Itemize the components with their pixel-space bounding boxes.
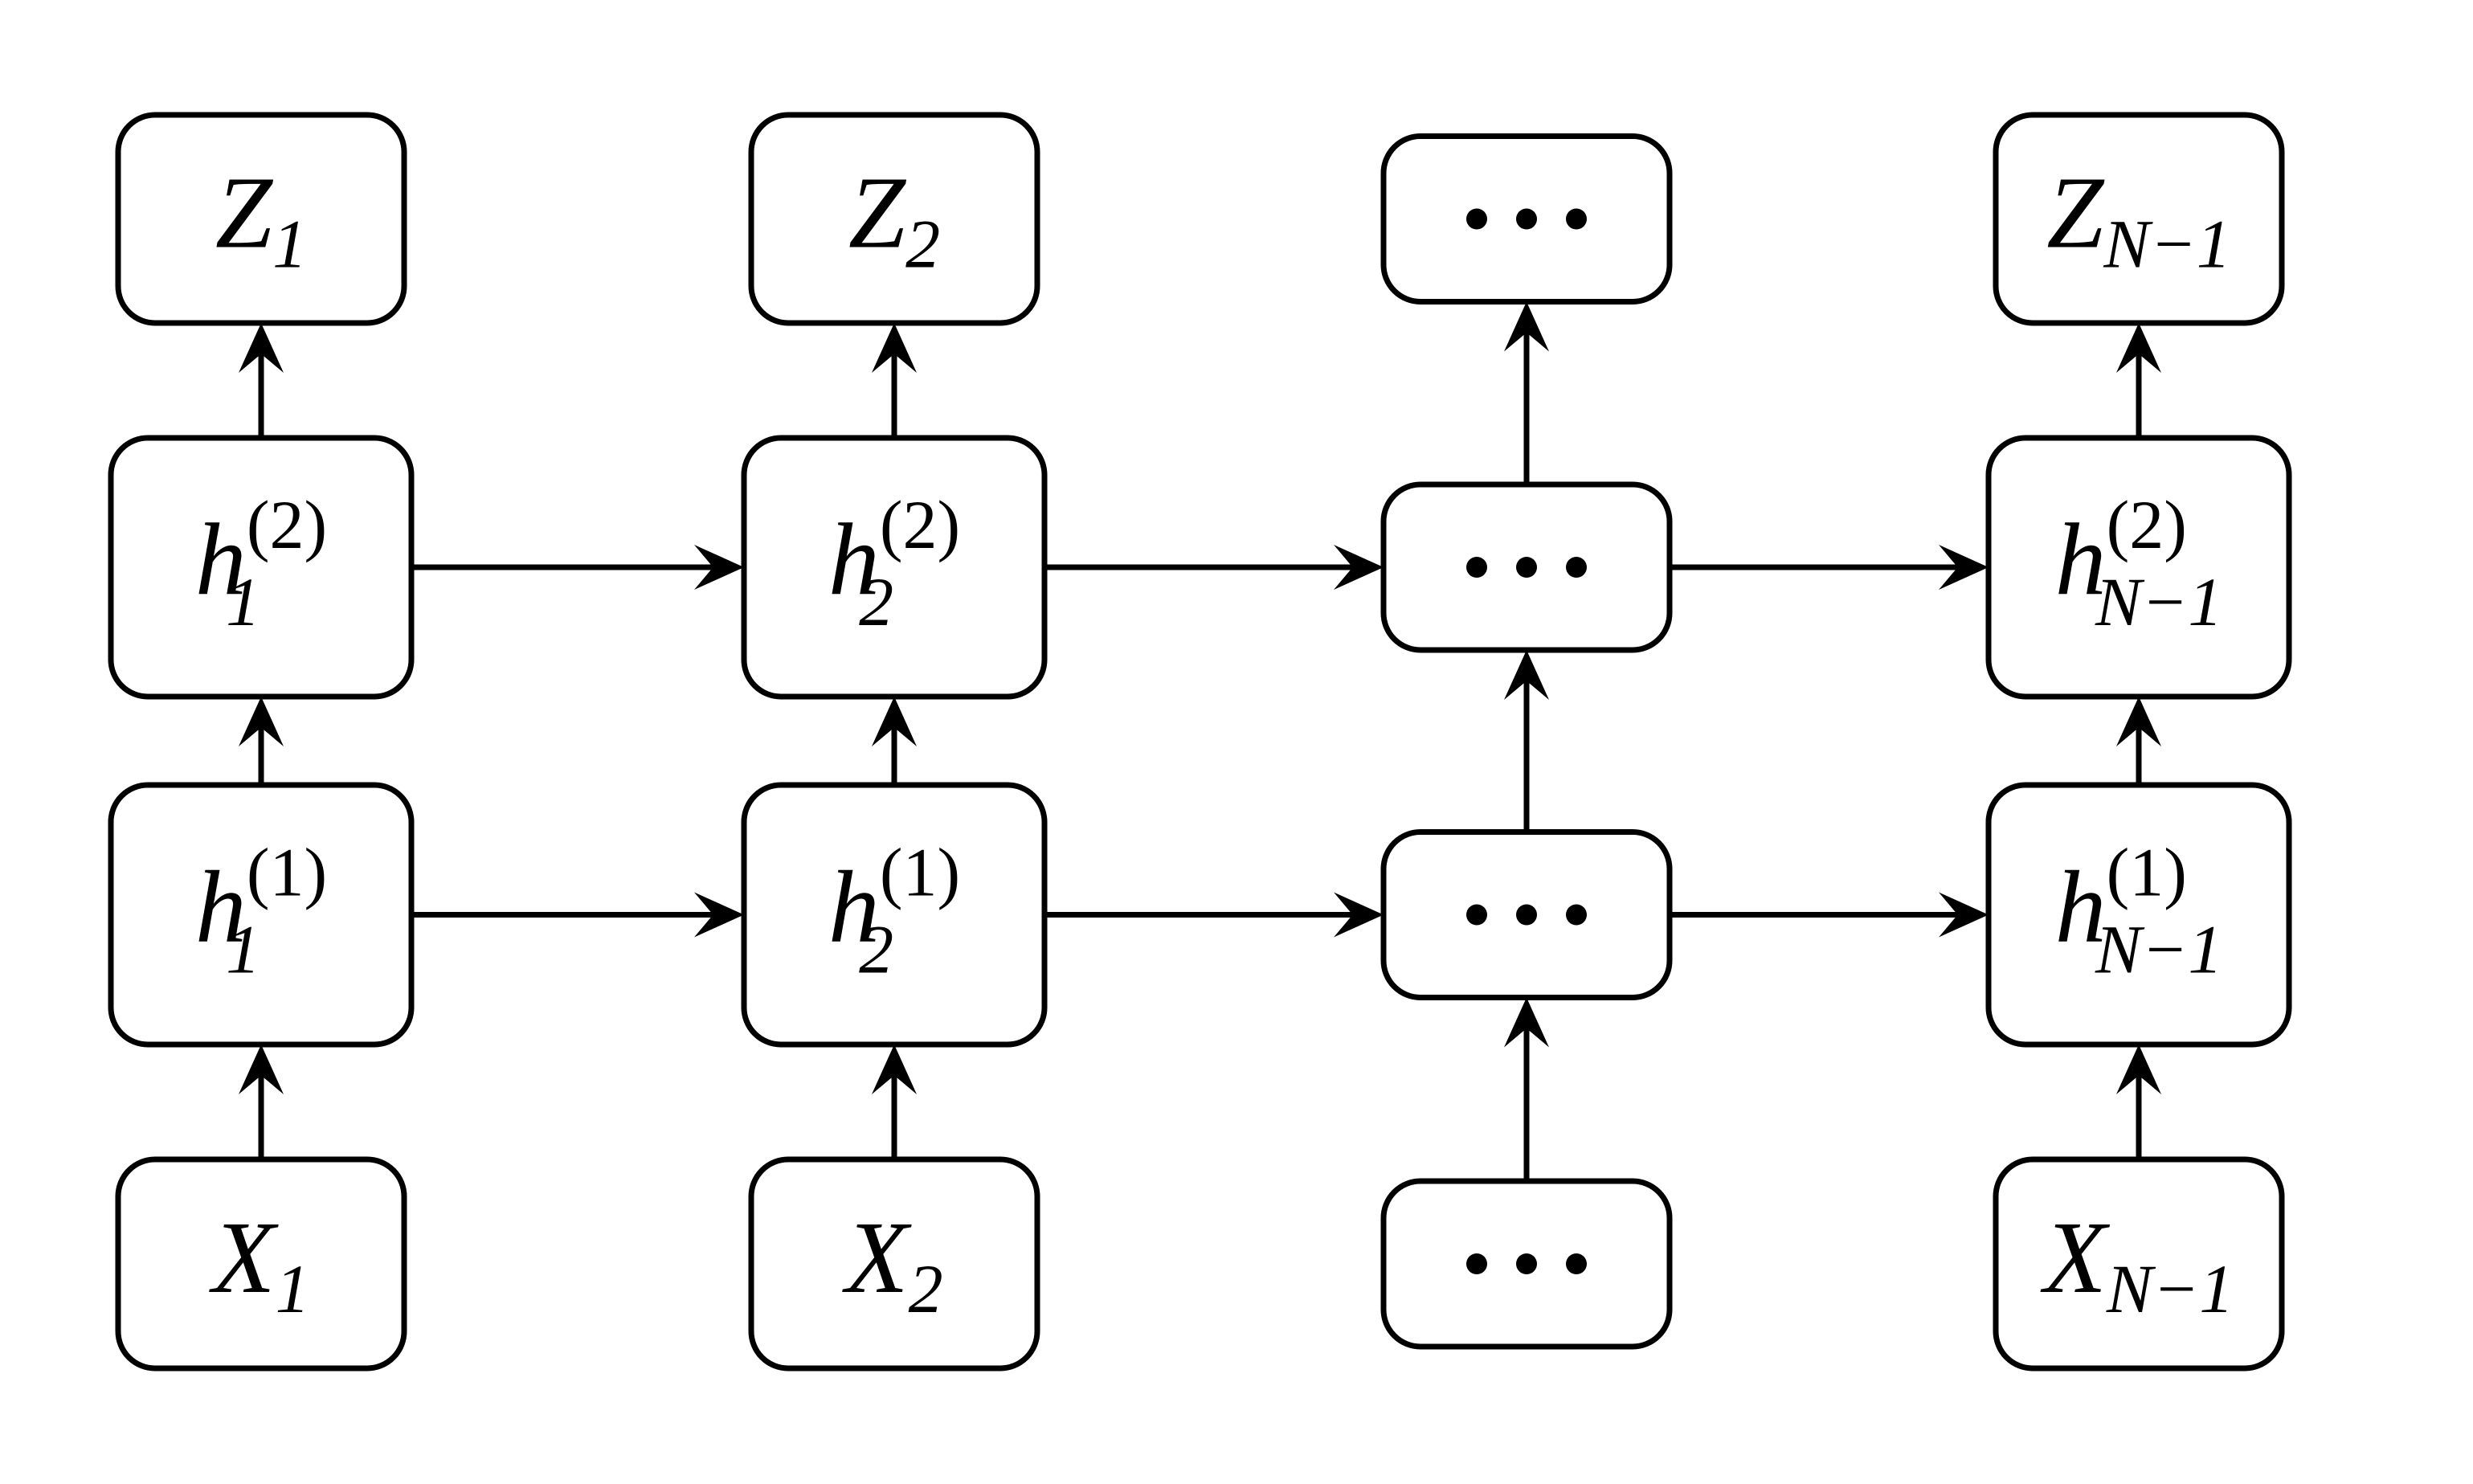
output-ellipsis-node[interactable] bbox=[1380, 133, 1673, 305]
edge-h1-1-to-h2-1-arrowhead-icon bbox=[239, 697, 284, 746]
hidden2-h-n-1-label: h(2)N−1 bbox=[2055, 486, 2223, 640]
edge-h2-2-to-z2 bbox=[872, 323, 917, 438]
edge-h1-1-to-h1-2-arrowhead-icon bbox=[694, 892, 744, 938]
hidden1-h-1-node[interactable]: h(1)1 bbox=[108, 782, 415, 1048]
ellipsis-dot-icon bbox=[1566, 208, 1587, 230]
edge-h1dots-to-h1-n1 bbox=[1670, 892, 1989, 938]
edge-h2-n1-to-zn1 bbox=[2116, 323, 2161, 438]
output-z-1-box[interactable] bbox=[115, 112, 407, 326]
hidden2-ellipsis-node[interactable] bbox=[1380, 481, 1673, 653]
hidden1-h-n-1-node[interactable]: h(1)N−1 bbox=[1985, 782, 2292, 1048]
edge-x1-to-h1-1 bbox=[239, 1045, 284, 1159]
input-x-n-1-node[interactable]: XN−1 bbox=[1993, 1156, 2285, 1372]
input-x-2-node[interactable]: X2 bbox=[748, 1156, 1040, 1372]
ellipsis-dot-icon bbox=[1466, 557, 1487, 578]
hidden2-h-2-box[interactable] bbox=[741, 435, 1048, 700]
hidden2-h-2-node[interactable]: h(2)2 bbox=[741, 435, 1048, 700]
edge-h2-1-to-z1 bbox=[239, 323, 284, 438]
edges-layer bbox=[239, 301, 2161, 1181]
hidden2-h-1-box[interactable] bbox=[108, 435, 415, 700]
edge-h2-1-to-z1-arrowhead-icon bbox=[239, 323, 284, 373]
hidden1-ellipsis-node[interactable] bbox=[1380, 829, 1673, 1000]
edge-h1-n1-to-h2-n1-arrowhead-icon bbox=[2116, 697, 2161, 746]
edge-h2dots-to-zdots-arrowhead-icon bbox=[1504, 301, 1549, 352]
hidden2-h-n-1-box[interactable] bbox=[1985, 435, 2292, 700]
ellipsis-dot-icon bbox=[1466, 208, 1487, 230]
edge-h1-n1-to-h2-n1 bbox=[2116, 697, 2161, 785]
edge-h2dots-to-h2-n1-arrowhead-icon bbox=[1939, 545, 1989, 590]
ellipsis-dot-icon bbox=[1466, 1253, 1487, 1274]
edge-h1-2-to-h1dots-arrowhead-icon bbox=[1334, 892, 1384, 938]
edge-xn1-to-h1-n1-arrowhead-icon bbox=[2116, 1045, 2161, 1094]
edge-h2-1-to-h2-2-arrowhead-icon bbox=[694, 545, 744, 590]
output-z-n-1-node[interactable]: ZN−1 bbox=[1993, 112, 2285, 326]
edge-h2dots-to-zdots bbox=[1504, 301, 1549, 484]
hidden2-h-1-label: h(2)1 bbox=[195, 486, 327, 640]
hidden2-h-n-1-node[interactable]: h(2)N−1 bbox=[1985, 435, 2292, 700]
edge-h1dots-to-h2dots bbox=[1504, 650, 1549, 832]
input-x-1-box[interactable] bbox=[115, 1156, 407, 1372]
hidden1-h-2-label: h(1)2 bbox=[828, 833, 960, 987]
output-z-2-node[interactable]: Z2 bbox=[748, 112, 1040, 326]
output-z-n-1-label: ZN−1 bbox=[2046, 156, 2231, 282]
edge-h2-n1-to-zn1-arrowhead-icon bbox=[2116, 323, 2161, 373]
edge-h2dots-to-h2-n1 bbox=[1670, 545, 1989, 590]
nodes-layer: Z1 Z2 ZN−1 h(2)1 h(2)2 h(2)N−1 h(1)1 h(1)2 h(1)N… bbox=[108, 112, 2292, 1372]
ellipsis-dot-icon bbox=[1516, 904, 1537, 926]
hidden1-h-n-1-label: h(1)N−1 bbox=[2055, 833, 2223, 987]
edge-x2-to-h1-2 bbox=[872, 1045, 917, 1159]
output-z-n-1-box[interactable] bbox=[1993, 112, 2285, 326]
edge-h1-2-to-h1dots bbox=[1044, 892, 1384, 938]
ellipsis-dot-icon bbox=[1466, 904, 1487, 926]
input-x-2-box[interactable] bbox=[748, 1156, 1040, 1372]
output-z-2-box[interactable] bbox=[748, 112, 1040, 326]
ellipsis-dot-icon bbox=[1516, 208, 1537, 230]
ellipsis-dot-icon bbox=[1566, 557, 1587, 578]
edge-x2-to-h1-2-arrowhead-icon bbox=[872, 1045, 917, 1094]
input-ellipsis-node[interactable] bbox=[1380, 1178, 1673, 1350]
input-x-n-1-label: XN−1 bbox=[2040, 1200, 2234, 1327]
edge-xn1-to-h1-n1 bbox=[2116, 1045, 2161, 1159]
input-x-2-label: X2 bbox=[841, 1200, 942, 1327]
output-z-1-node[interactable]: Z1 bbox=[115, 112, 407, 326]
edge-h2-2-to-h2dots bbox=[1044, 545, 1384, 590]
edge-xdots-to-h1dots bbox=[1504, 997, 1549, 1181]
edge-h1-2-to-h2-2-arrowhead-icon bbox=[872, 697, 917, 746]
ellipsis-dot-icon bbox=[1516, 1253, 1537, 1274]
hidden1-h-n-1-box[interactable] bbox=[1985, 782, 2292, 1048]
output-z-1-label: Z1 bbox=[215, 156, 307, 282]
ellipsis-dot-icon bbox=[1566, 1253, 1587, 1274]
edge-h1dots-to-h2dots-arrowhead-icon bbox=[1504, 650, 1549, 700]
input-x-1-node[interactable]: X1 bbox=[115, 1156, 407, 1372]
output-z-2-label: Z2 bbox=[848, 156, 940, 282]
input-x-1-label: X1 bbox=[208, 1200, 309, 1327]
input-x-n-1-box[interactable] bbox=[1993, 1156, 2285, 1372]
ellipsis-dot-icon bbox=[1566, 904, 1587, 926]
hidden1-h-2-node[interactable]: h(1)2 bbox=[741, 782, 1048, 1048]
hidden2-h-2-label: h(2)2 bbox=[828, 486, 960, 640]
edge-xdots-to-h1dots-arrowhead-icon bbox=[1504, 997, 1549, 1048]
edge-h1-1-to-h2-1 bbox=[239, 697, 284, 785]
edge-h2-2-to-h2dots-arrowhead-icon bbox=[1334, 545, 1384, 590]
edge-h2-1-to-h2-2 bbox=[411, 545, 744, 590]
edge-x1-to-h1-1-arrowhead-icon bbox=[239, 1045, 284, 1094]
edge-h1-1-to-h1-2 bbox=[411, 892, 744, 938]
hidden1-h-2-box[interactable] bbox=[741, 782, 1048, 1048]
edge-h1-2-to-h2-2 bbox=[872, 697, 917, 785]
ellipsis-dot-icon bbox=[1516, 557, 1537, 578]
hidden1-h-1-box[interactable] bbox=[108, 782, 415, 1048]
hidden1-h-1-label: h(1)1 bbox=[195, 833, 327, 987]
edge-h2-2-to-z2-arrowhead-icon bbox=[872, 323, 917, 373]
hidden2-h-1-node[interactable]: h(2)1 bbox=[108, 435, 415, 700]
edge-h1dots-to-h1-n1-arrowhead-icon bbox=[1939, 892, 1989, 938]
